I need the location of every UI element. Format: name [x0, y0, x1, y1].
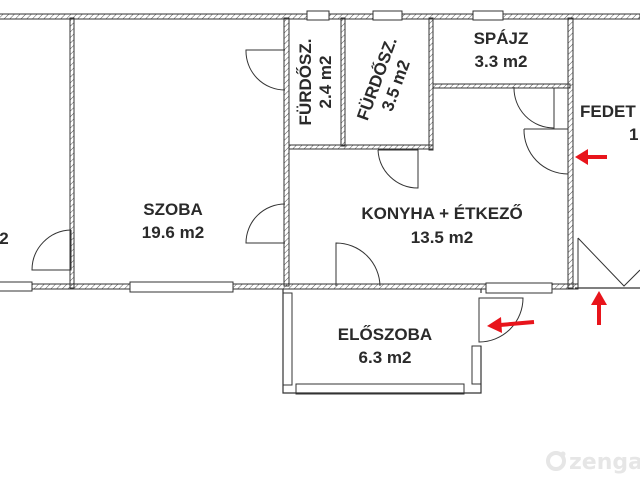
watermark-text: zenga	[569, 450, 640, 475]
door-swing	[335, 242, 381, 287]
window	[129, 281, 234, 293]
doors	[31, 49, 640, 343]
door-swing	[377, 149, 419, 189]
arrow-left-icon	[487, 317, 535, 333]
wall-kitchen-right	[567, 17, 574, 289]
left-room-area: 2	[0, 229, 9, 248]
window	[282, 292, 293, 386]
door-swing	[31, 229, 72, 271]
fedett-area: 1	[629, 125, 638, 144]
window	[372, 10, 403, 21]
szoba-name: SZOBA	[143, 200, 203, 219]
spajz-name: SPÁJZ	[474, 29, 529, 48]
windows	[0, 10, 553, 395]
fedett-name: FEDET	[580, 102, 636, 121]
door-swing	[245, 203, 286, 244]
spajz-area: 3.3 m2	[475, 52, 528, 71]
window	[306, 10, 330, 21]
room-labels: 2 SZOBA 19.6 m2 FÜRDŐSZ. 2.4 m2 FÜRDŐSZ.…	[0, 29, 638, 367]
konyha-name: KONYHA + ÉTKEZŐ	[361, 204, 522, 223]
wall-spajz-bottom	[432, 83, 571, 89]
wall-furdo-bottom	[288, 144, 434, 150]
wall-furdo-right	[428, 17, 434, 151]
wall-furdo-divider	[340, 17, 346, 147]
eloszoba-walls	[282, 287, 640, 394]
eloszoba-area: 6.3 m2	[359, 348, 412, 367]
door-swing	[513, 86, 555, 129]
zenga-logo: zenga	[546, 450, 640, 475]
furdo1-name: FÜRDŐSZ.	[296, 39, 315, 126]
arrow-up-icon	[591, 291, 607, 325]
door-swing	[478, 297, 524, 343]
gate	[577, 237, 640, 288]
window	[472, 10, 504, 21]
window	[485, 282, 553, 294]
szoba-area: 19.6 m2	[142, 223, 204, 242]
window	[295, 383, 465, 395]
window	[471, 345, 482, 385]
eloszoba-name: ELŐSZOBA	[338, 325, 432, 344]
walls	[0, 13, 640, 290]
door-swing	[245, 49, 286, 91]
furdo1-area: 2.4 m2	[316, 56, 335, 109]
window	[0, 281, 33, 292]
konyha-area: 13.5 m2	[411, 228, 473, 247]
door-swing	[523, 128, 569, 175]
entry-arrows	[487, 149, 607, 333]
wall-szoba-right	[283, 17, 290, 287]
arrow-left-icon	[575, 149, 607, 165]
